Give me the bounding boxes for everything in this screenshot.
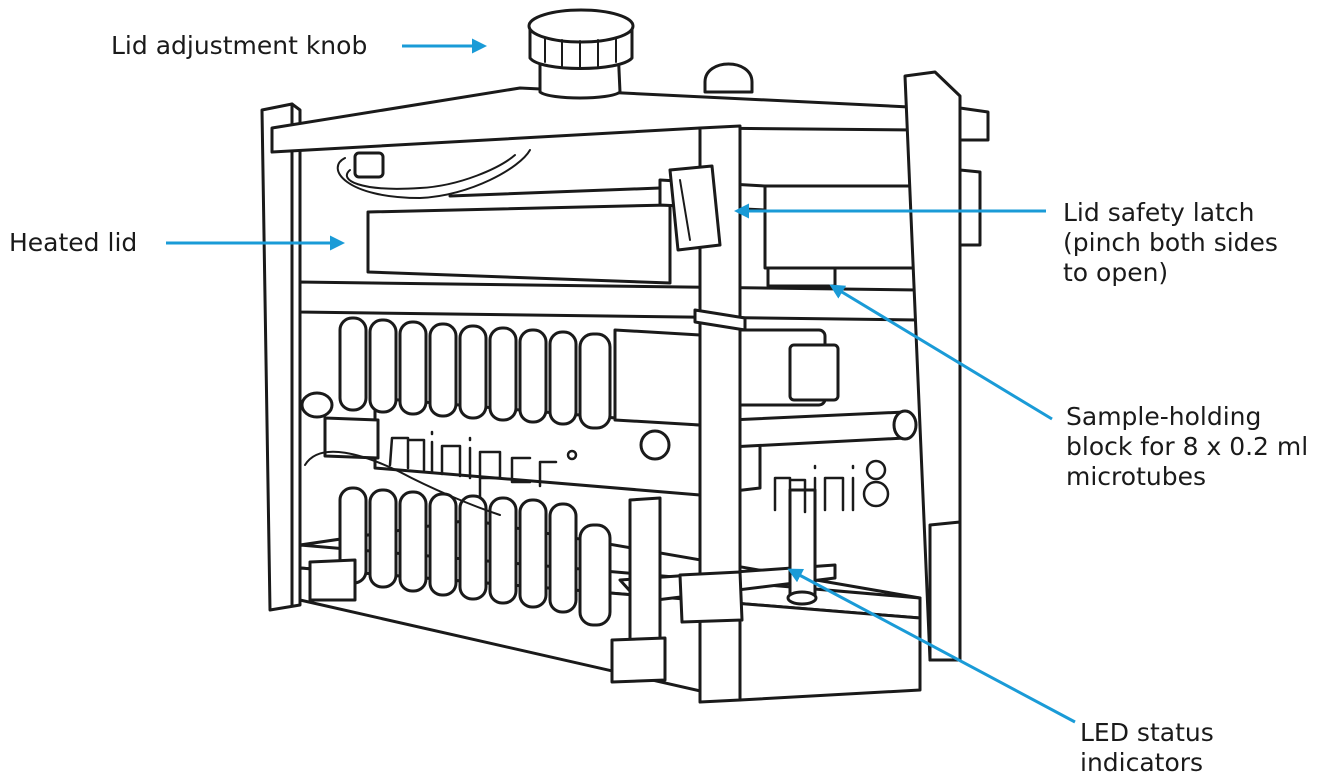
callout-arrow-led xyxy=(787,568,1076,724)
label-line: indicators xyxy=(1080,748,1204,777)
middle-plate xyxy=(296,280,920,322)
label-line: Sample-holding xyxy=(1066,402,1262,431)
frame-post-back-right xyxy=(903,70,962,662)
frame-post-left xyxy=(260,102,302,612)
label-lid-safety-latch: Lid safety latch (pinch both sides to op… xyxy=(1063,198,1278,288)
label-heated-lid: Heated lid xyxy=(9,228,138,257)
label-line: (pinch both sides xyxy=(1063,228,1278,257)
frame-post-front xyxy=(698,124,742,704)
heated-lid-assembly xyxy=(336,149,920,288)
label-sample-holding-block: Sample-holding block for 8 x 0.2 ml micr… xyxy=(1066,402,1308,492)
microtube-row-bottom xyxy=(338,486,612,627)
lid-knob xyxy=(527,8,635,100)
mini8-logo xyxy=(773,459,890,514)
lid-tab xyxy=(703,62,754,94)
lid-safety-latch xyxy=(668,164,722,252)
label-line: to open) xyxy=(1063,258,1169,287)
microtube-row-top xyxy=(338,316,612,430)
label-line: Lid safety latch xyxy=(1063,198,1255,227)
label-lid-adjustment-knob: Lid adjustment knob xyxy=(111,31,368,60)
callouts xyxy=(166,38,1076,724)
foot-left xyxy=(308,558,357,602)
minipcr-logo xyxy=(388,430,578,500)
label-line: block for 8 x 0.2 ml xyxy=(1066,432,1309,461)
label-line: LED status xyxy=(1080,718,1214,747)
foot-front xyxy=(610,636,667,684)
foot-post-front xyxy=(678,570,744,624)
device-illustration xyxy=(260,8,990,704)
label-led-status-indicators: LED status indicators xyxy=(1080,718,1214,778)
label-line: microtubes xyxy=(1066,462,1206,491)
callout-arrow-block xyxy=(829,284,1053,421)
